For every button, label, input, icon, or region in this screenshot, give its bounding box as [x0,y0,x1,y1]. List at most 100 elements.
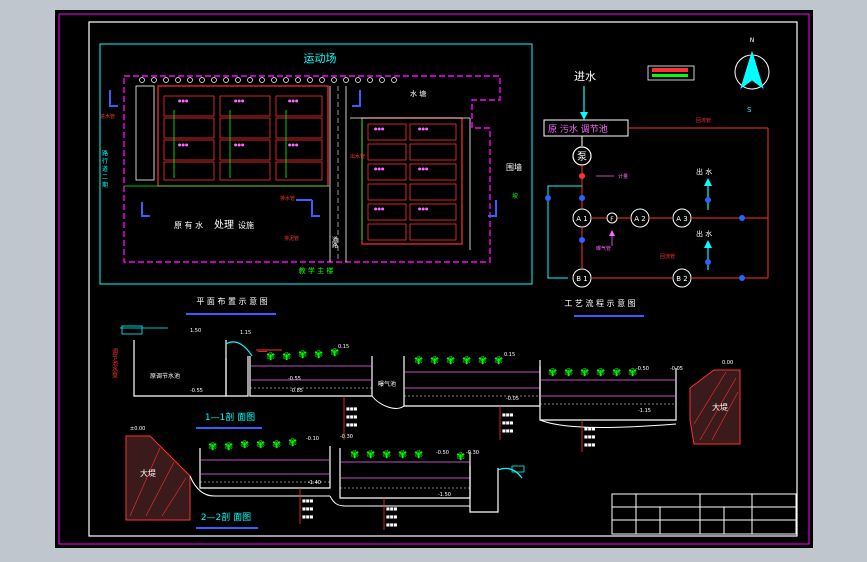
svg-text:●●●: ●●● [178,142,189,147]
s2-level-1: ±0.00 [130,426,145,432]
svg-text:✾: ✾ [256,438,265,451]
level-1: 1.50 [190,328,201,334]
s2-level-6: -1.50 [438,492,451,498]
svg-text:■■■: ■■■ [502,412,514,417]
flow-caption: 工 艺 流 程 示 意 图 [564,298,635,308]
svg-text:✾: ✾ [628,366,637,379]
svg-text:✾: ✾ [612,366,621,379]
svg-text:●●●: ●●● [418,126,429,131]
level-2: 1.15 [240,330,251,336]
svg-text:✾: ✾ [596,366,605,379]
embankment-2-label: 大堤 [140,468,156,478]
svg-text:●●●: ●●● [178,98,189,103]
node-a2: A 2 [634,215,645,223]
outer-border [58,13,810,545]
aeration-label: 曝气管 [596,245,611,252]
svg-text:✾: ✾ [462,354,471,367]
center-label-c: 设施 [238,220,254,230]
svg-text:■■■: ■■■ [386,506,398,511]
level-4: 0.15 [338,344,349,350]
svg-text:✾: ✾ [494,354,503,367]
drawing-canvas [55,10,813,548]
pipe-label-1: 进水管 [100,113,115,120]
svg-text:✾: ✾ [224,440,233,453]
return-pipe-label: 回流管 [660,253,675,260]
aeration-tank-label: 曝气池 [378,380,396,388]
svg-text:■■■: ■■■ [302,498,314,503]
svg-text:■■■: ■■■ [502,420,514,425]
node-a3: A 3 [676,215,687,223]
level-12: -0.85 [290,388,303,394]
s2-level-4: -1.40 [308,480,321,486]
svg-text:■■■: ■■■ [584,434,596,439]
level-6: -0.50 [636,366,649,372]
level-11: -0.55 [288,376,301,382]
title-block [611,493,797,535]
level-3: -0.55 [190,388,203,394]
svg-text:✾: ✾ [282,350,291,363]
svg-text:■■■: ■■■ [346,406,358,411]
svg-text:✾: ✾ [208,440,217,453]
inlet-label: 进水 [574,70,596,83]
node-b2: B 2 [676,275,687,283]
level-8: -0.05 [670,366,683,372]
compass: N S [647,37,770,114]
node-a1: A 1 [576,215,587,223]
svg-text:━━━: ━━━ [257,349,268,355]
outlet-1: 出 水 [696,167,712,176]
pool-label: 水 塘 [410,89,426,98]
pump-label: 泵 [577,151,587,163]
meter-label: 计量 [618,173,628,180]
wall-label: 围墙 [506,162,522,172]
svg-text:✾: ✾ [314,348,323,361]
node-b1: B 1 [576,275,587,283]
plan-layout: 运动场 ●●●●●●●●● ●●●●●●●●● [99,43,533,315]
svg-text:●●●: ●●● [418,166,429,171]
svg-text:✾: ✾ [298,348,307,361]
left-road-label: 路 行 道 二 期 [101,149,108,189]
svg-text:●●●: ●●● [374,126,385,131]
svg-text:✾: ✾ [456,450,465,463]
road-label: 道路 [331,235,338,249]
svg-text:✾: ✾ [564,366,573,379]
embankment-1-label: 大堤 [712,402,728,412]
svg-text:●●●: ●●● [288,142,299,147]
compass-n: N [750,37,755,44]
svg-text:✾: ✾ [266,350,275,363]
svg-text:✾: ✾ [272,438,281,451]
svg-text:✾: ✾ [478,354,487,367]
node-f: F [610,216,614,223]
pipe-label-3: 出水管 [350,153,365,160]
section-1-1: 调节池水泵 原调节水池 ━━━ 曝气池 ✾ ✾ ✾ ✾ ✾ ✾ ✾ ✾ ✾ ✾ [111,325,741,452]
svg-text:■■■: ■■■ [386,522,398,527]
svg-text:✾: ✾ [414,354,423,367]
s2-level-5: -0.50 [436,450,449,456]
svg-text:■■■: ■■■ [346,414,358,419]
center-label-a: 原 有 水 [174,220,203,230]
center-label-b: 处理 [214,219,234,231]
svg-text:■■■: ■■■ [584,442,596,447]
outlet-2: 出 水 [696,229,712,238]
svg-text:✾: ✾ [446,354,455,367]
svg-text:✾: ✾ [430,354,439,367]
tank-label: 原 污水 调节池 [548,123,608,135]
section-2-2: 大堤 ±0.00 ✾✾✾ ✾✾✾ ✾✾✾ ✾✾✾ -0.10 -0.30 -1.… [125,426,525,530]
svg-text:■■■: ■■■ [584,426,596,431]
svg-text:●●●: ●●● [234,142,245,147]
s2-level-2: -0.10 [306,436,319,442]
svg-text:■■■: ■■■ [502,428,514,433]
section1-left-vertical: 调节池水泵 [111,347,118,378]
plan-caption: 平 面 布 置 示 意 图 [196,296,267,306]
svg-text:✾: ✾ [330,346,339,359]
pipe-label-2: 排水管 [280,195,295,202]
svg-text:■■■: ■■■ [386,514,398,519]
process-flow: 进水 原 污水 调节池 回流管 泵 计量 [543,70,769,317]
svg-text:✾: ✾ [288,436,297,449]
tank-label-1: 原调节水池 [150,372,180,380]
svg-text:●●●: ●●● [288,98,299,103]
s2-level-3: -0.30 [340,434,353,440]
svg-text:✾: ✾ [548,366,557,379]
svg-text:✾: ✾ [414,448,423,461]
level-5: 0.15 [504,352,515,358]
